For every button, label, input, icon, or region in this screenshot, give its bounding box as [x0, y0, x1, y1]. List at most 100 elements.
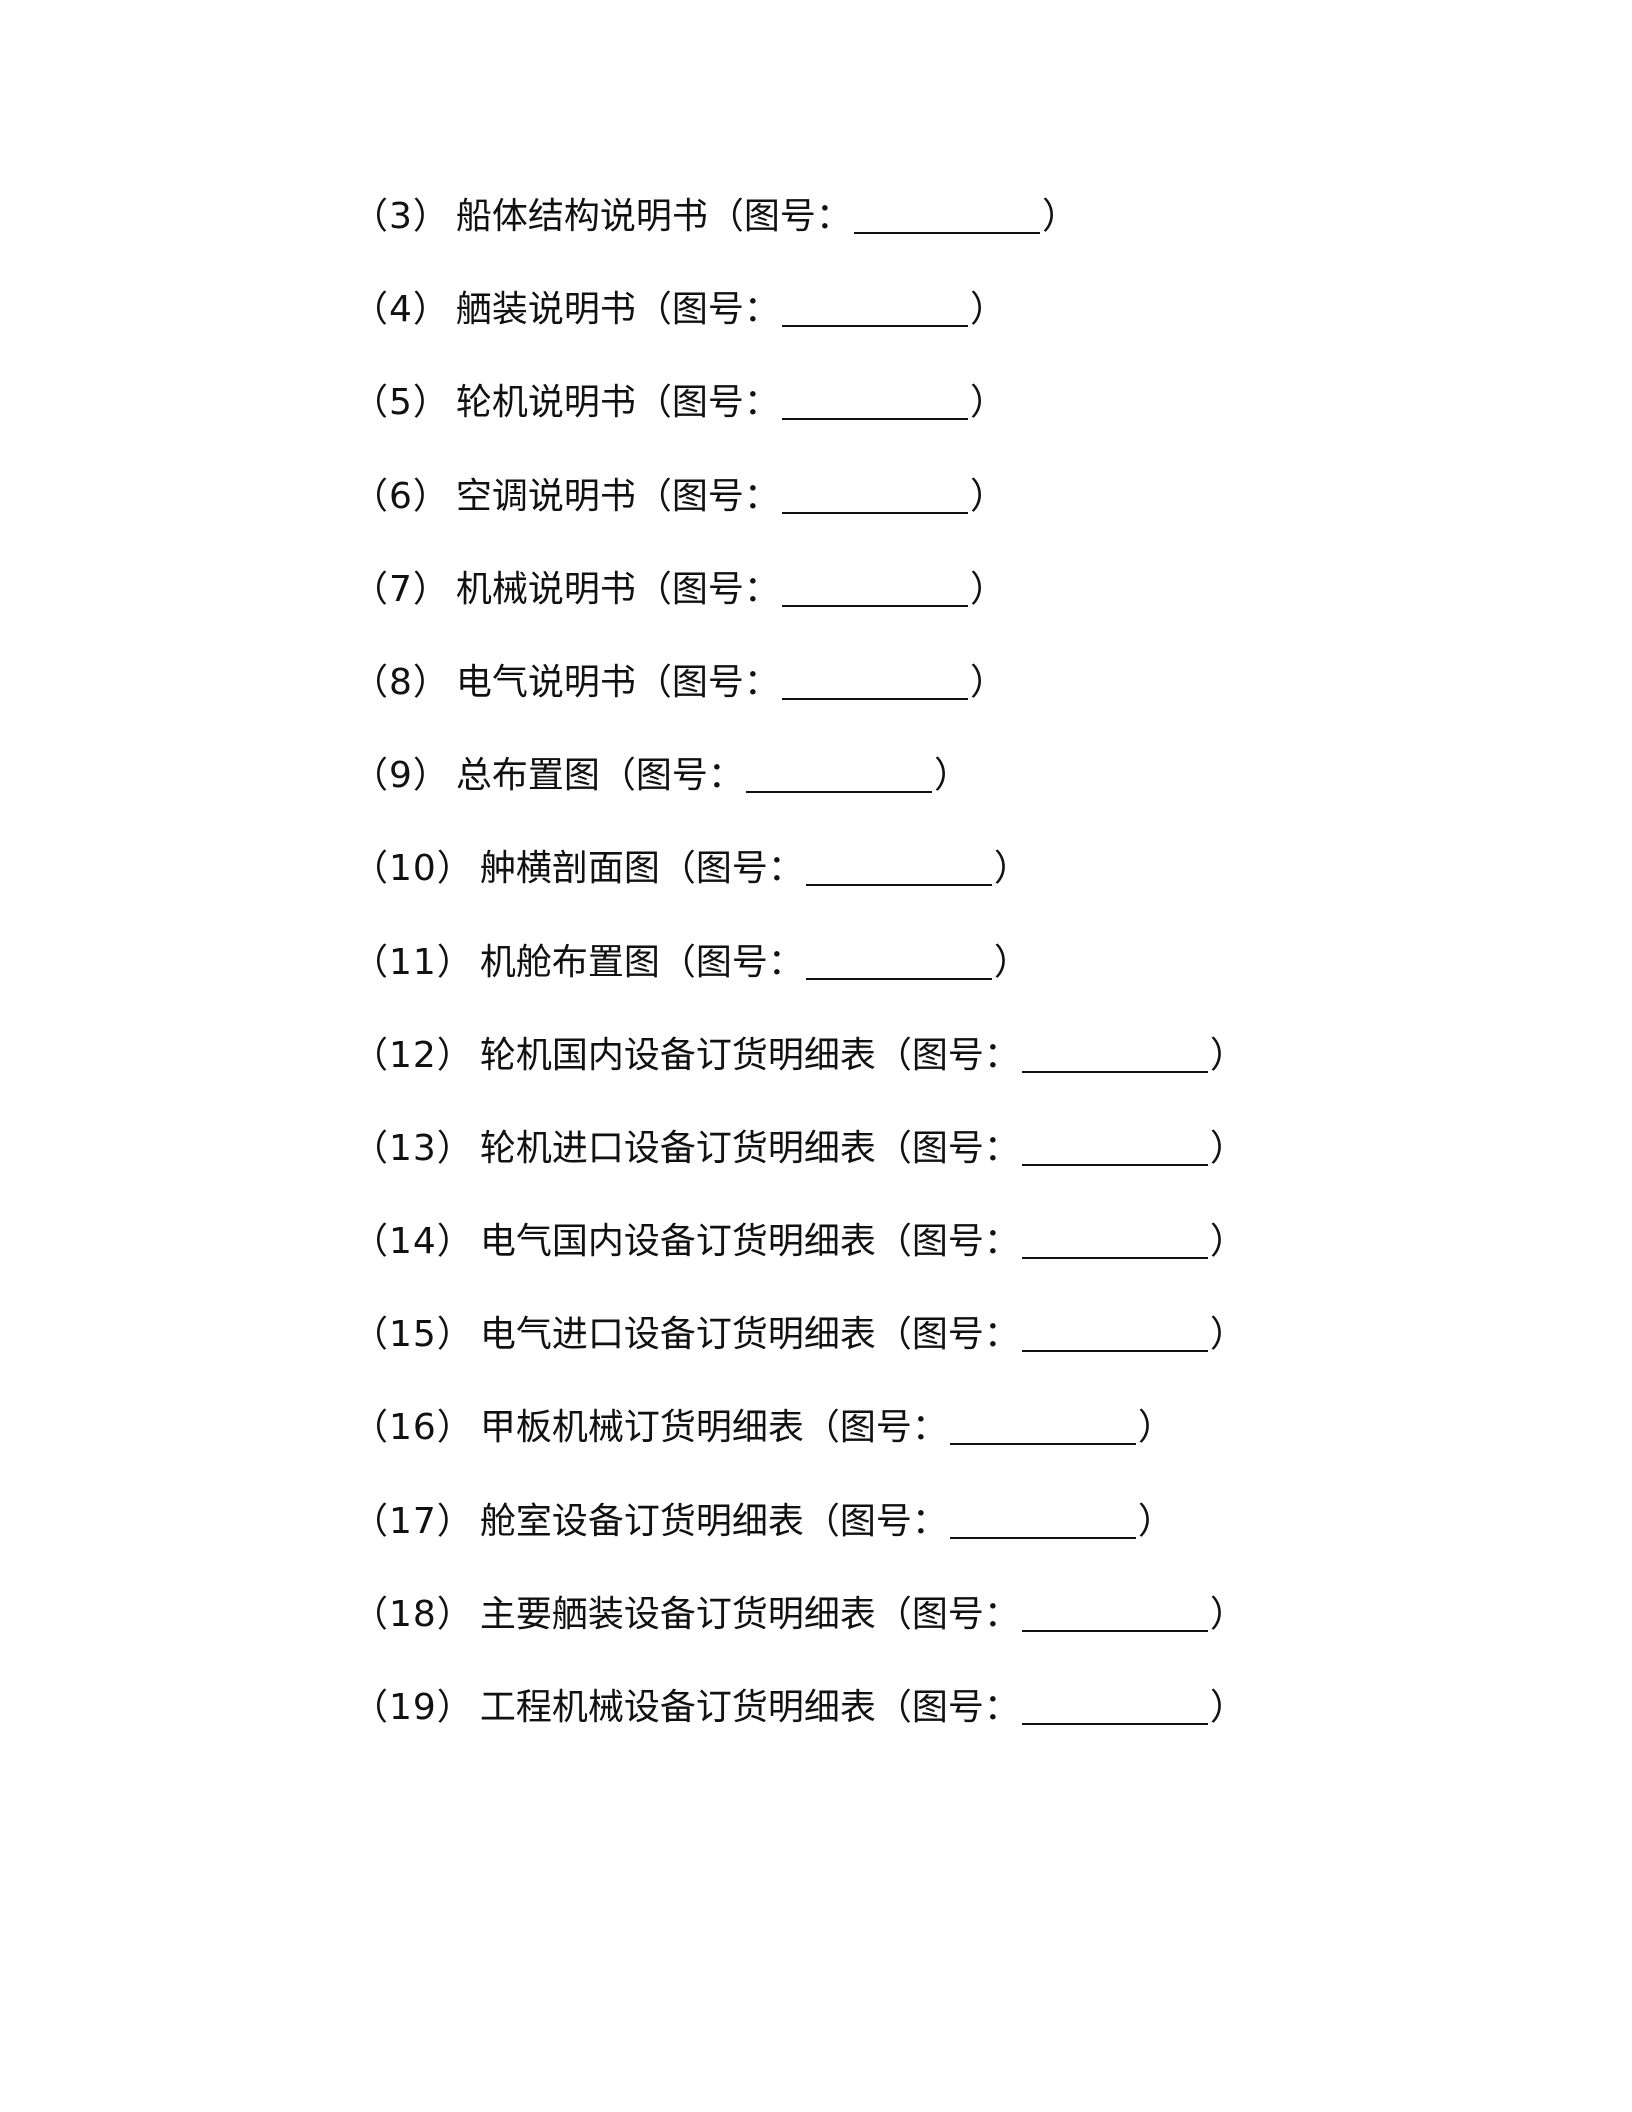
list-item: （7） 机械说明书 （图号： ）	[352, 561, 1246, 654]
item-number: （10）	[352, 848, 474, 890]
close-paren: ）	[969, 661, 1006, 703]
drawing-number-blank	[1021, 1586, 1208, 1632]
list-item: （19） 工程机械设备订货明细表 （图号： ）	[352, 1679, 1246, 1772]
drawing-number-label: （图号：	[803, 1407, 948, 1449]
item-name: 甲板机械订货明细表	[479, 1407, 804, 1449]
list-item: （3） 船体结构说明书 （图号： ）	[352, 188, 1246, 281]
close-paren: ）	[1041, 196, 1078, 237]
drawing-number-blank	[853, 188, 1040, 234]
item-name: 电气说明书	[455, 661, 636, 703]
close-paren: ）	[993, 848, 1030, 890]
item-number: （7）	[352, 568, 450, 610]
drawing-number-blank	[1021, 1679, 1208, 1725]
drawing-number-blank	[949, 1493, 1136, 1539]
list-item: （10） 舯横剖面图 （图号： ）	[352, 840, 1246, 933]
drawing-number-label: （图号：	[659, 848, 804, 890]
item-number: （4）	[352, 289, 450, 331]
drawing-number-label: （图号：	[875, 1034, 1020, 1076]
list-item: （13） 轮机进口设备订货明细表 （图号： ）	[352, 1120, 1246, 1213]
drawing-number-label: （图号：	[875, 1127, 1020, 1169]
close-paren: ）	[969, 382, 1006, 424]
close-paren: ）	[1209, 1034, 1246, 1076]
drawing-number-label: （图号：	[707, 196, 852, 237]
item-name: 轮机国内设备订货明细表	[479, 1034, 876, 1076]
item-number: （9）	[352, 755, 450, 797]
drawing-number-blank	[781, 374, 968, 421]
close-paren: ）	[1209, 1314, 1246, 1356]
item-number: （19）	[352, 1687, 474, 1728]
close-paren: ）	[1209, 1593, 1246, 1635]
list-item: （12） 轮机国内设备订货明细表 （图号： ）	[352, 1027, 1246, 1120]
drawing-number-blank	[781, 654, 968, 700]
item-name: 总布置图	[455, 755, 600, 797]
drawing-number-label: （图号：	[659, 941, 804, 983]
drawing-number-label: （图号：	[803, 1500, 948, 1542]
drawing-number-label: （图号：	[875, 1593, 1020, 1635]
item-name: 电气进口设备订货明细表	[479, 1314, 876, 1356]
drawing-number-blank	[949, 1399, 1136, 1446]
drawing-number-label: （图号：	[635, 289, 780, 331]
item-name: 电气国内设备订货明细表	[479, 1221, 876, 1263]
close-paren: ）	[1137, 1500, 1174, 1542]
drawing-number-blank	[1021, 1213, 1208, 1260]
list-item: （16） 甲板机械订货明细表 （图号： ）	[352, 1399, 1246, 1492]
drawing-number-blank	[1021, 1120, 1208, 1166]
list-item: （14） 电气国内设备订货明细表 （图号： ）	[352, 1213, 1246, 1306]
document-list: （3） 船体结构说明书 （图号： ） （4） 舾装说明书 （图号： ） （5） …	[352, 188, 1246, 1772]
drawing-number-label: （图号：	[635, 568, 780, 610]
item-number: （17）	[352, 1500, 474, 1542]
close-paren: ）	[1209, 1221, 1246, 1263]
item-number: （12）	[352, 1034, 474, 1076]
drawing-number-blank	[781, 561, 968, 607]
list-item: （8） 电气说明书 （图号： ）	[352, 654, 1246, 747]
item-name: 工程机械设备订货明细表	[479, 1687, 876, 1728]
drawing-number-blank	[1021, 1027, 1208, 1073]
item-name: 舾装说明书	[455, 289, 636, 331]
drawing-number-label: （图号：	[635, 475, 780, 517]
close-paren: ）	[969, 568, 1006, 610]
item-name: 舯横剖面图	[479, 848, 660, 890]
close-paren: ）	[993, 941, 1030, 983]
drawing-number-label: （图号：	[875, 1314, 1020, 1356]
list-item: （17） 舱室设备订货明细表 （图号： ）	[352, 1493, 1246, 1586]
list-item: （5） 轮机说明书 （图号： ）	[352, 374, 1246, 467]
drawing-number-label: （图号：	[599, 755, 744, 797]
item-number: （18）	[352, 1593, 474, 1635]
item-number: （11）	[352, 941, 474, 983]
list-item: （11） 机舱布置图 （图号： ）	[352, 934, 1246, 1027]
drawing-number-label: （图号：	[875, 1221, 1020, 1263]
item-name: 船体结构说明书	[455, 196, 708, 237]
item-name: 主要舾装设备订货明细表	[479, 1593, 876, 1635]
close-paren: ）	[969, 289, 1006, 331]
item-number: （16）	[352, 1407, 474, 1449]
drawing-number-blank	[781, 281, 968, 328]
close-paren: ）	[933, 755, 970, 797]
close-paren: ）	[1137, 1407, 1174, 1449]
drawing-number-label: （图号：	[635, 661, 780, 703]
drawing-number-blank	[1021, 1306, 1208, 1353]
list-item: （6） 空调说明书 （图号： ）	[352, 468, 1246, 561]
list-item: （18） 主要舾装设备订货明细表 （图号： ）	[352, 1586, 1246, 1679]
list-item: （9） 总布置图 （图号： ）	[352, 747, 1246, 840]
close-paren: ）	[1209, 1687, 1246, 1728]
item-number: （6）	[352, 475, 450, 517]
item-number: （15）	[352, 1314, 474, 1356]
item-name: 空调说明书	[455, 475, 636, 517]
item-name: 机械说明书	[455, 568, 636, 610]
item-number: （14）	[352, 1221, 474, 1263]
item-name: 机舱布置图	[479, 941, 660, 983]
drawing-number-blank	[805, 934, 992, 980]
item-number: （13）	[352, 1127, 474, 1169]
drawing-number-blank	[781, 468, 968, 514]
list-item: （15） 电气进口设备订货明细表 （图号： ）	[352, 1306, 1246, 1399]
item-name: 舱室设备订货明细表	[479, 1500, 804, 1542]
item-number: （8）	[352, 661, 450, 703]
drawing-number-blank	[745, 747, 932, 794]
item-number: （5）	[352, 382, 450, 424]
list-item: （4） 舾装说明书 （图号： ）	[352, 281, 1246, 374]
drawing-number-blank	[805, 840, 992, 887]
item-number: （3）	[352, 196, 450, 237]
close-paren: ）	[1209, 1127, 1246, 1169]
item-name: 轮机说明书	[455, 382, 636, 424]
